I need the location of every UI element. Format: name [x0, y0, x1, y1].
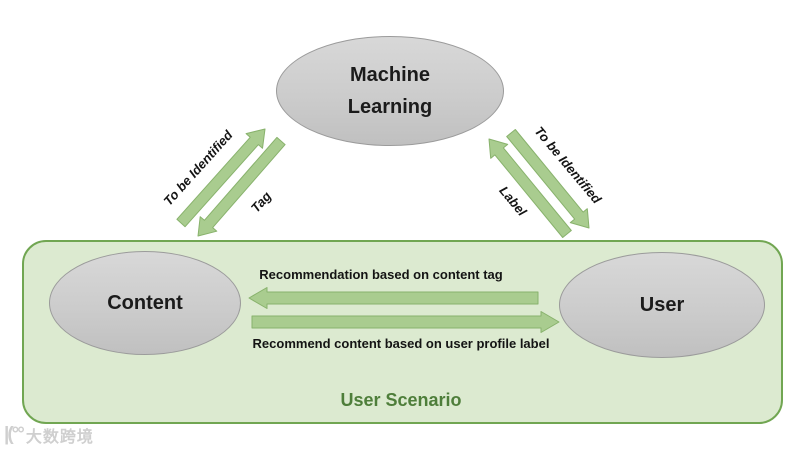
- arrow-content-to-ml: [176, 128, 266, 228]
- node-machine-learning-label: Machine Learning: [347, 64, 433, 118]
- node-user: User: [559, 252, 765, 358]
- node-machine-learning: Machine Learning: [276, 36, 504, 146]
- node-content-label: Content: [107, 292, 183, 314]
- watermark: |(°° 大数跨境: [4, 423, 94, 447]
- node-content: Content: [49, 251, 241, 355]
- user-scenario-title: User Scenario: [340, 390, 462, 410]
- edge-label-content-to-user: Recommend content based on user profile …: [252, 336, 550, 351]
- node-user-label: User: [639, 294, 685, 316]
- arrow-user-to-ml: [488, 138, 572, 238]
- arrow-ml-to-content: [197, 136, 286, 237]
- watermark-text: 大数跨境: [25, 429, 94, 446]
- arrow-ml-to-user: [506, 129, 590, 229]
- arrow-user-to-content: [248, 287, 539, 309]
- edge-label-user-to-content: Recommendation based on content tag: [259, 267, 503, 282]
- arrow-content-to-user: [251, 311, 560, 333]
- watermark-logo-icon: |(°°: [4, 424, 25, 445]
